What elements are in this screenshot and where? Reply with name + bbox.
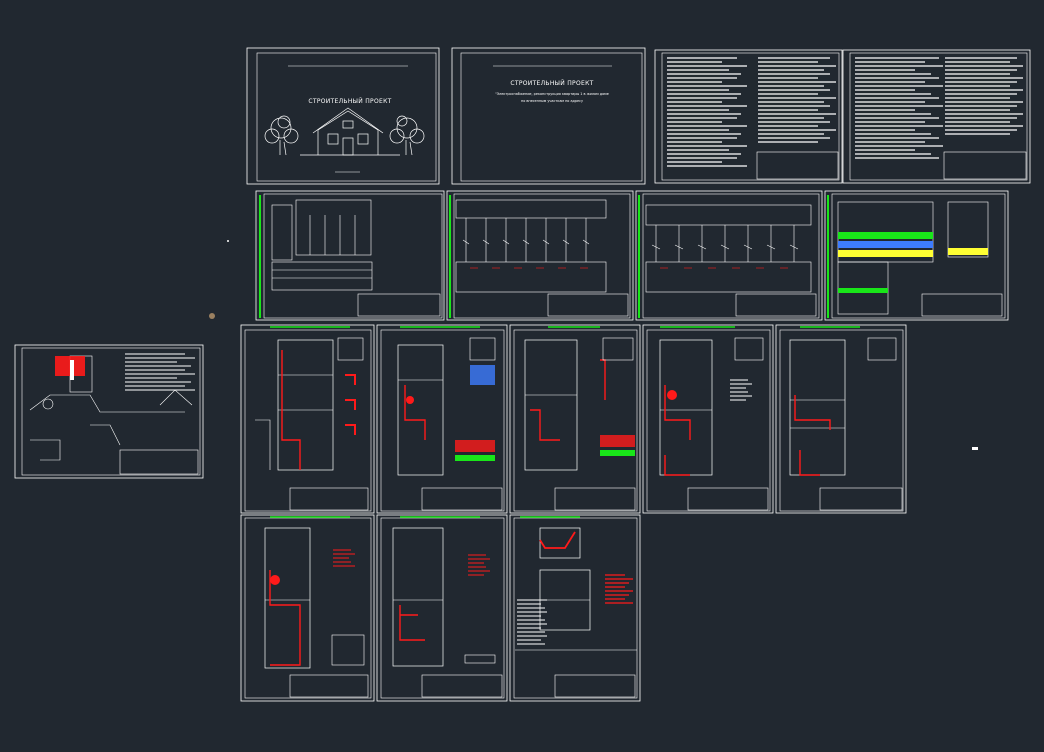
stray-point xyxy=(227,240,229,242)
drawing-stroke xyxy=(674,244,684,250)
sheet-plan-2[interactable] xyxy=(376,324,508,514)
sheet-schematic-1[interactable] xyxy=(255,190,445,321)
sheet-general-notes-2[interactable] xyxy=(842,49,1031,184)
sheet-plan-3[interactable] xyxy=(509,324,641,514)
drawing-stroke xyxy=(766,244,776,250)
tree-left-icon xyxy=(264,115,299,156)
sheet-plan-7[interactable] xyxy=(376,514,508,702)
drawing-stroke xyxy=(697,244,707,250)
drawing-stroke xyxy=(789,244,799,250)
sheet-general-notes-1[interactable] xyxy=(654,49,843,184)
drawing-stroke xyxy=(582,239,590,245)
sheet-plan-6[interactable] xyxy=(240,514,375,702)
drawing-stroke xyxy=(720,244,730,250)
drawing-stroke xyxy=(482,239,490,245)
drawing-stroke xyxy=(502,239,510,245)
drawing-stroke xyxy=(462,239,470,245)
drawing-stroke xyxy=(651,244,661,250)
sheet-plan-8[interactable] xyxy=(509,514,641,702)
sheet-plan-5[interactable] xyxy=(775,324,907,514)
sheet-subtitle-line-1: "Электроснабжение, реконструкция квартир… xyxy=(495,92,609,96)
sheet-title: СТРОИТЕЛЬНЫЙ ПРОЕКТ xyxy=(510,80,593,87)
stray-point xyxy=(209,313,215,319)
sheet-plan-1[interactable] xyxy=(240,324,375,514)
house-drawing xyxy=(300,107,400,156)
stray-point xyxy=(972,447,978,450)
sheet-color-table[interactable] xyxy=(824,190,1009,321)
tree-right-icon xyxy=(389,115,425,156)
drawing-stroke xyxy=(562,239,570,245)
sheet-plan-4[interactable] xyxy=(642,324,774,514)
drawing-stroke xyxy=(522,239,530,245)
drawing-stroke xyxy=(743,244,753,250)
sheet-subtitle-line-2: по внесенным участкам по адресу xyxy=(521,99,583,103)
drawing-stroke xyxy=(542,239,550,245)
sheet-cover-2[interactable]: СТРОИТЕЛЬНЫЙ ПРОЕКТ "Электроснабжение, р… xyxy=(451,47,646,185)
sheet-schematic-3[interactable] xyxy=(635,190,823,321)
sheet-cover-1[interactable]: СТРОИТЕЛЬНЫЙ ПРОЕКТ xyxy=(246,47,440,185)
sheet-schematic-2[interactable] xyxy=(446,190,634,321)
sheet-site-plan[interactable] xyxy=(14,344,204,479)
sheet-title: СТРОИТЕЛЬНЫЙ ПРОЕКТ xyxy=(308,98,391,105)
